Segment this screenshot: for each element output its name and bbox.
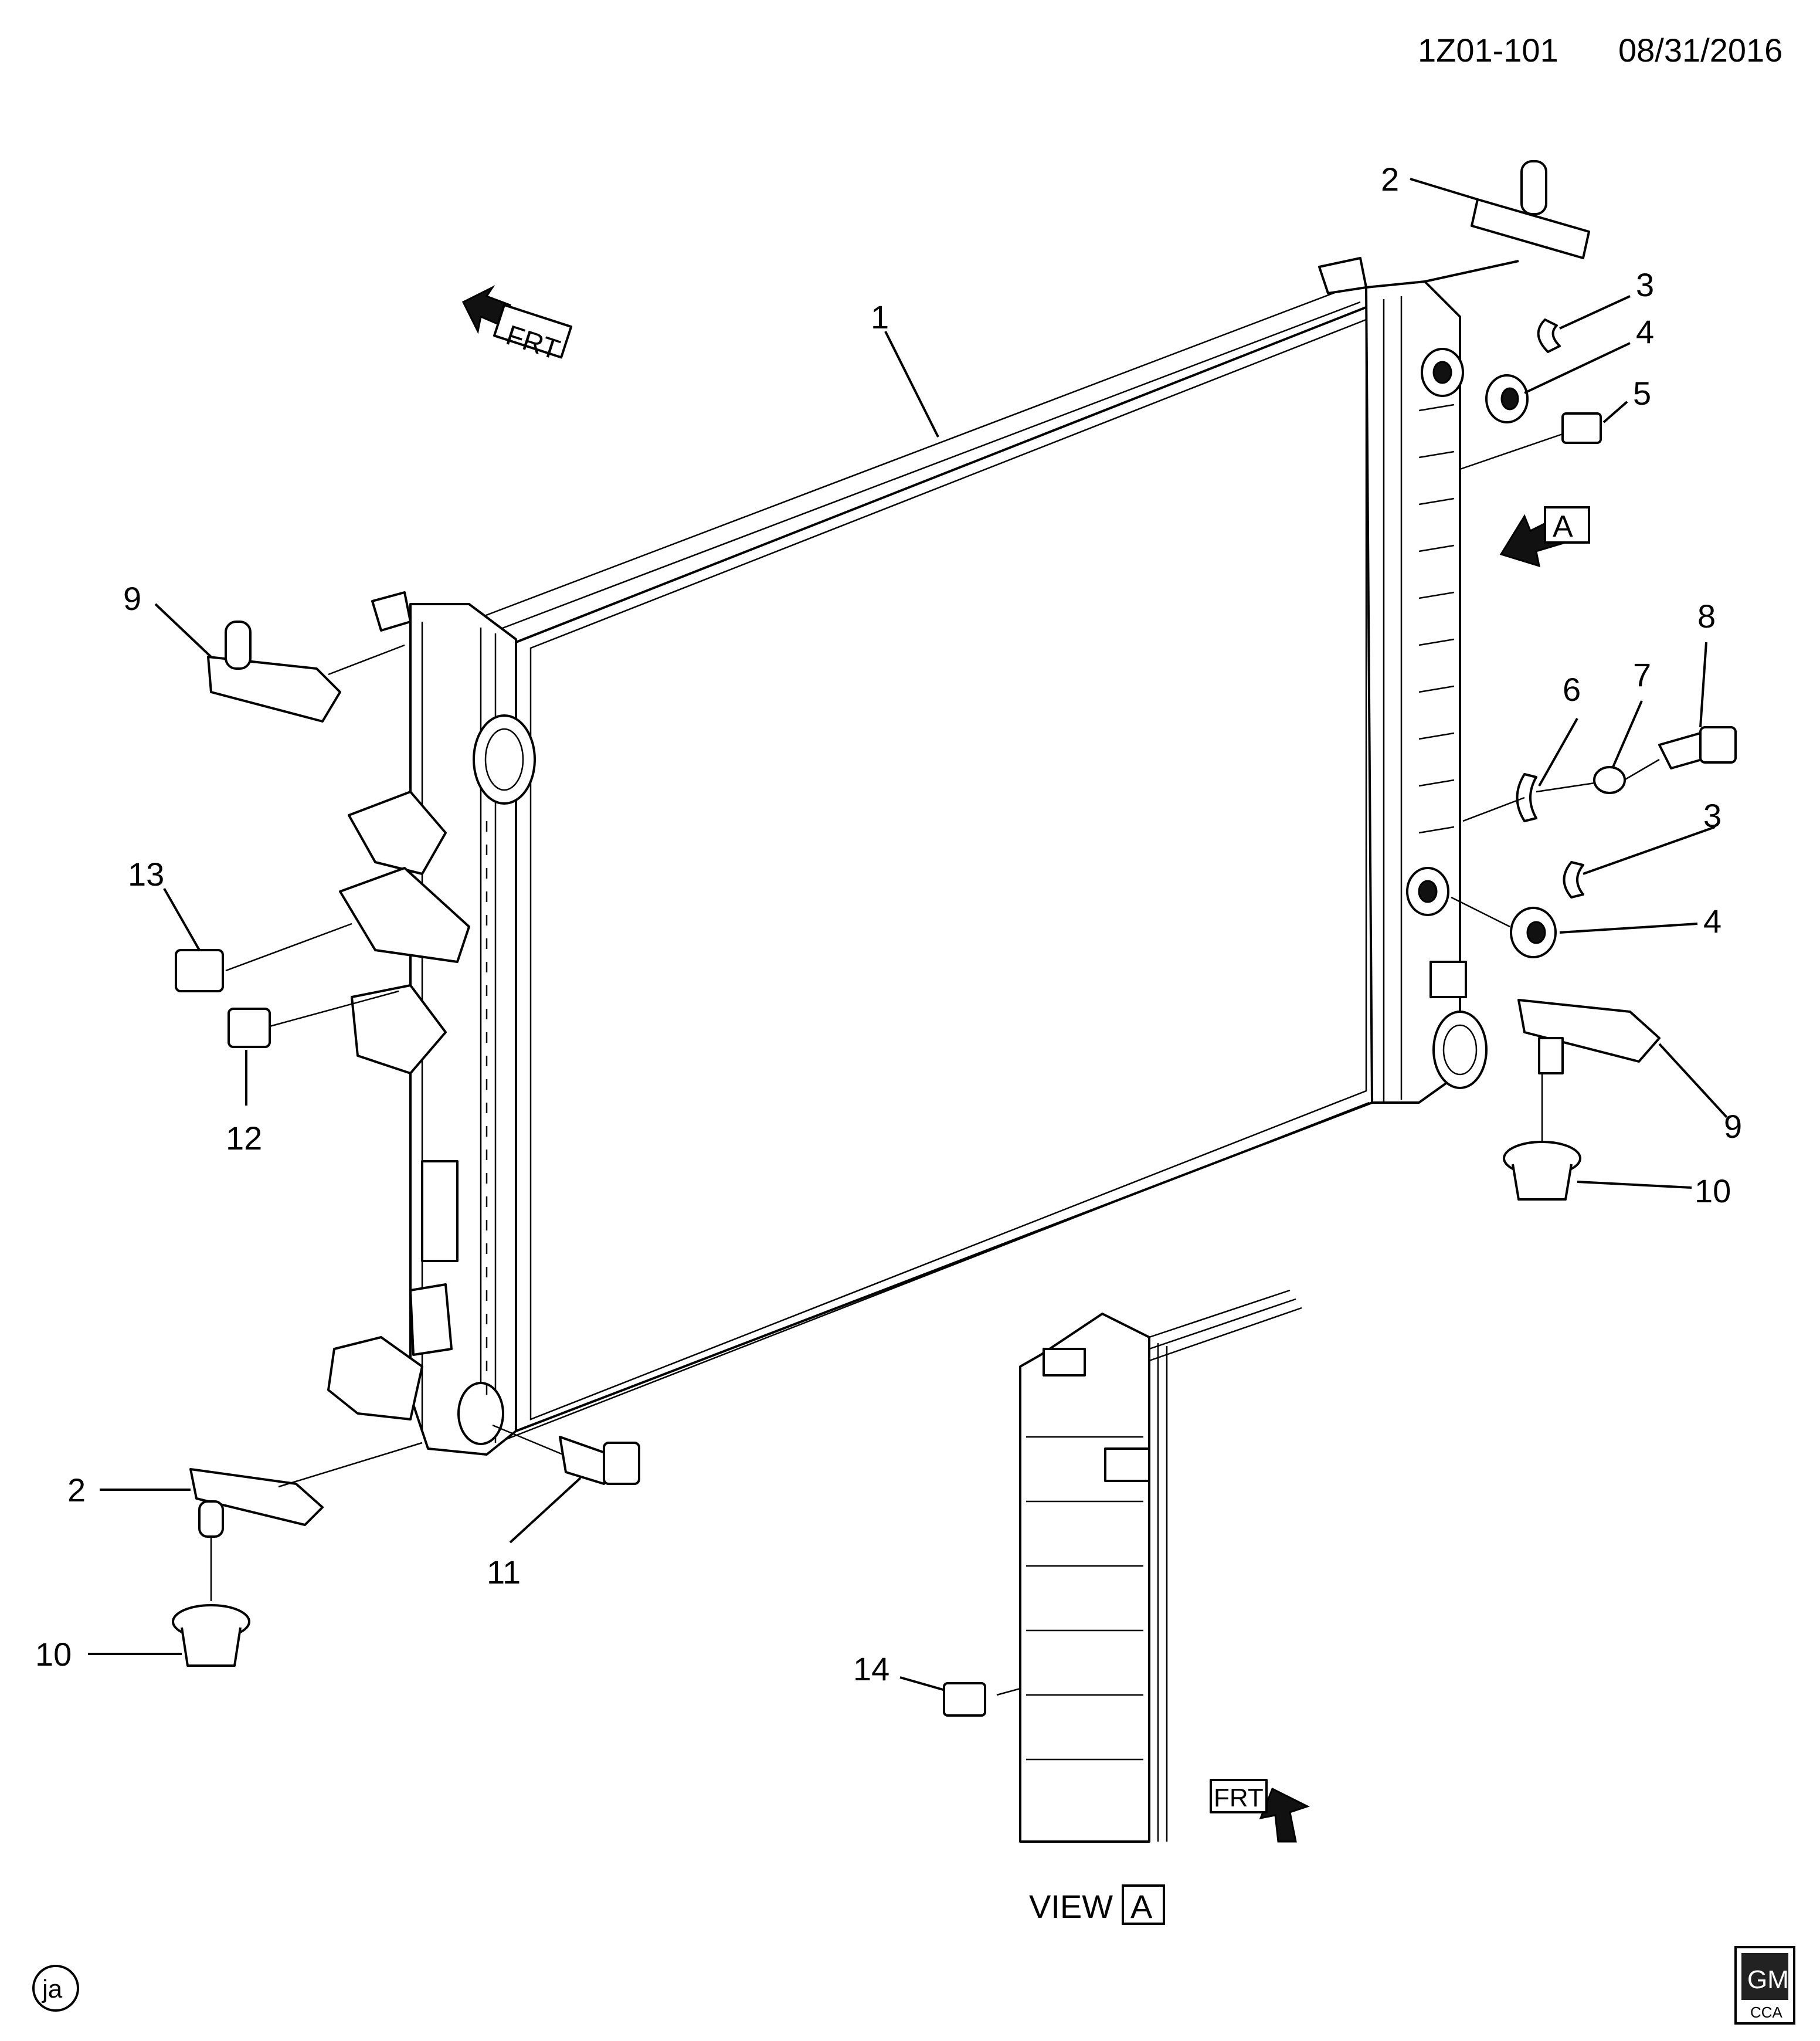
clip-nut-12 (228, 1008, 271, 1048)
gm-logo: GM CCA (1734, 1946, 1795, 2025)
front-direction-indicator: FRT (461, 285, 573, 366)
callout-labels: 1 2 3 4 5 6 7 8 3 4 9 10 9 13 12 2 10 11… (35, 161, 1742, 1687)
diagram-date: 08/31/2016 (1618, 32, 1782, 69)
callout-2-upper: 2 (1381, 161, 1399, 198)
view-caption-letter: A (1130, 1888, 1153, 1925)
view-front-indicator-label: FRT (1214, 1784, 1264, 1812)
callout-3-lower: 3 (1703, 797, 1721, 834)
clip-nut-14 (943, 1682, 986, 1717)
artist-initials-badge (32, 1965, 79, 2012)
callout-1: 1 (871, 299, 889, 335)
callout-10-right: 10 (1695, 1172, 1731, 1209)
lower-bracket-right (1517, 999, 1661, 1074)
gm-logo-text: GM (1747, 1965, 1789, 1994)
callout-11: 11 (487, 1554, 521, 1591)
view-a-inset: FRT (943, 1289, 1310, 1843)
retaining-clip-lower (1563, 861, 1584, 899)
insulator-left (172, 1604, 250, 1667)
view-caption-text: VIEW (1029, 1888, 1113, 1925)
lower-drain-port (457, 1382, 504, 1445)
callout-9-right: 9 (1724, 1108, 1742, 1145)
drain-plug-upper (1485, 374, 1529, 423)
upper-bracket-left (207, 621, 341, 723)
callout-12: 12 (226, 1120, 262, 1157)
callout-2-lower: 2 (67, 1472, 86, 1508)
insulator-right (1503, 1141, 1581, 1201)
diagram-id: 1Z01-101 (1418, 32, 1558, 69)
drain-valve (559, 1436, 640, 1485)
callout-7: 7 (1633, 656, 1651, 693)
o-ring-seal (1593, 766, 1626, 794)
radiator-core (515, 304, 1373, 1432)
clip-nut (1561, 412, 1602, 444)
view-a-tank (1019, 1313, 1150, 1843)
upper-hose-inlet (473, 714, 536, 805)
left-tank (327, 591, 536, 1456)
gm-logo-subtext: CCA (1750, 2003, 1783, 2021)
view-a-marker: A (1499, 506, 1590, 568)
callout-6: 6 (1563, 671, 1581, 708)
callout-14: 14 (853, 1650, 889, 1687)
coolant-temperature-sensor (1658, 726, 1737, 769)
callout-5: 5 (1633, 375, 1651, 412)
clip-nut-13 (175, 949, 224, 992)
view-front-arrow-icon (1259, 1787, 1310, 1843)
callout-13: 13 (128, 856, 164, 893)
callout-4-upper: 4 (1636, 313, 1654, 350)
lower-hose-outlet (1432, 1011, 1488, 1089)
view-marker-letter: A (1553, 510, 1573, 544)
sensor-retainer-clip (1516, 773, 1537, 822)
retaining-clip-upper (1537, 318, 1561, 353)
callout-4-lower: 4 (1703, 903, 1721, 940)
callout-3-upper: 3 (1636, 266, 1654, 303)
callout-9-left: 9 (123, 580, 141, 617)
callout-8: 8 (1697, 598, 1716, 635)
leader-lines (88, 178, 1728, 1696)
upper-pin-bracket (1471, 160, 1590, 259)
drain-plug-lower (1510, 907, 1557, 958)
artist-initials: ja (41, 1975, 63, 2003)
callout-10-left: 10 (35, 1636, 72, 1673)
radiator-assembly (327, 257, 1488, 1456)
